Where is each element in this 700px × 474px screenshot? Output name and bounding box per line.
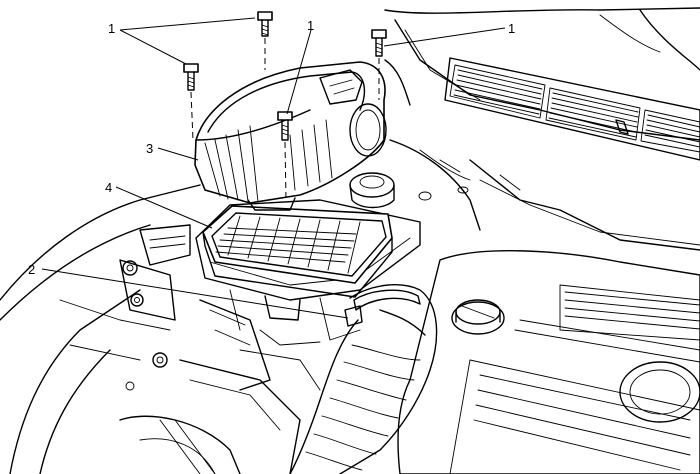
callout-2: 2	[28, 262, 35, 277]
callout-1-center: 1	[307, 18, 314, 33]
engine-cover	[397, 250, 700, 474]
engine-bay-structure	[0, 7, 700, 474]
callout-1-right: 1	[508, 21, 515, 36]
oil-filler-cap	[451, 299, 505, 335]
bolt-center	[277, 111, 293, 201]
bolt-left	[183, 63, 199, 141]
leader-lines	[41, 17, 506, 319]
duct-clamp	[344, 305, 363, 327]
intake-duct	[289, 284, 438, 474]
callout-3: 3	[146, 141, 153, 156]
bolt-top-left	[257, 11, 273, 70]
callout-1-left: 1	[108, 21, 115, 36]
air-cleaner-cover	[194, 61, 387, 211]
air-cleaner-lower-housing	[195, 199, 421, 391]
callout-4: 4	[105, 180, 112, 195]
cowl-vent-grille	[444, 57, 700, 161]
bolt-right	[371, 29, 387, 100]
strut-mount	[349, 172, 469, 209]
air-filter-element	[202, 205, 393, 298]
